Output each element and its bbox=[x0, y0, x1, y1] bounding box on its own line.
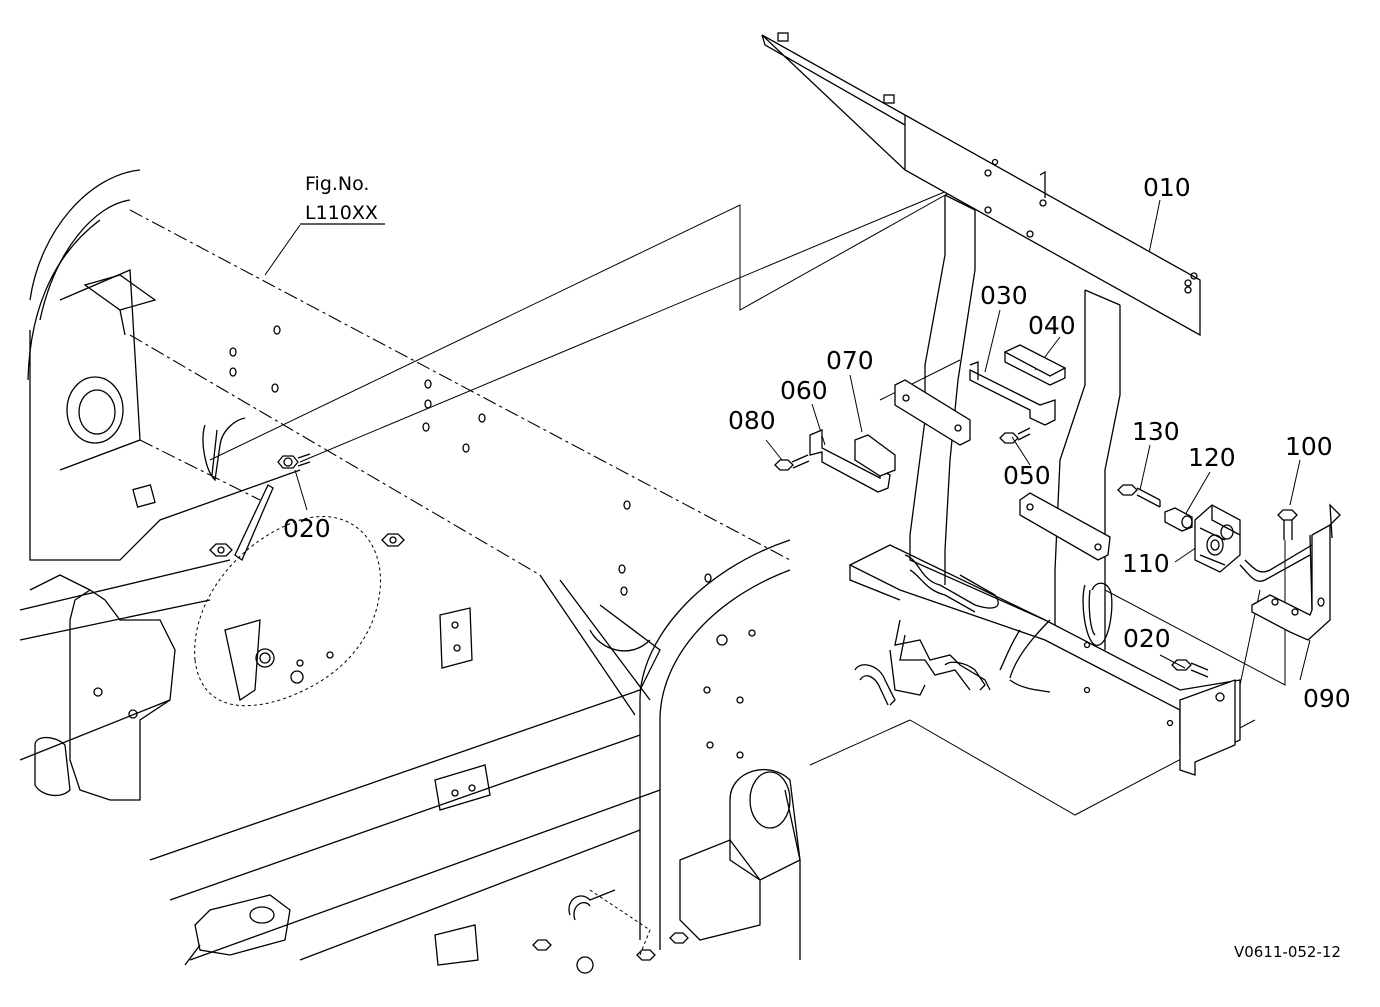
label-010: 010 bbox=[1143, 173, 1191, 202]
label-120: 120 bbox=[1188, 443, 1236, 472]
part-040-pad bbox=[1003, 344, 1067, 386]
drawing-code: V0611-052-12 bbox=[1234, 943, 1341, 961]
part-120-spacer bbox=[1164, 507, 1193, 532]
fig-ref-line2: L110XX bbox=[305, 202, 378, 224]
part-060-bracket bbox=[809, 429, 891, 493]
label-020-right: 020 bbox=[1123, 624, 1171, 653]
part-labels: 010 020 030 040 050 060 070 080 090 100 … bbox=[283, 173, 1351, 713]
bracket-assembly bbox=[277, 32, 1341, 776]
part-030-clamp bbox=[969, 361, 1056, 426]
part-010-plate bbox=[761, 32, 1201, 337]
label-090: 090 bbox=[1303, 684, 1351, 713]
part-020-bolt-left bbox=[277, 453, 311, 469]
part-080-bolt bbox=[774, 454, 810, 471]
label-110: 110 bbox=[1122, 549, 1170, 578]
part-130-bolt bbox=[1117, 484, 1161, 508]
label-050: 050 bbox=[1003, 461, 1051, 490]
lower-cross-strap bbox=[1019, 492, 1111, 561]
label-130: 130 bbox=[1132, 417, 1180, 446]
fig-ref-line1: Fig.No. bbox=[305, 173, 369, 195]
part-110-clamp-block bbox=[1194, 504, 1241, 573]
figure-reference: Fig.No. L110XX bbox=[300, 173, 385, 225]
upper-cross-strap bbox=[894, 379, 971, 446]
part-090-bracket bbox=[1239, 503, 1341, 641]
machine-frame bbox=[19, 169, 801, 974]
frame-holes bbox=[229, 325, 712, 596]
label-080: 080 bbox=[728, 406, 776, 435]
label-020-left: 020 bbox=[283, 514, 331, 543]
label-100: 100 bbox=[1285, 432, 1333, 461]
label-040: 040 bbox=[1028, 311, 1076, 340]
label-070: 070 bbox=[826, 346, 874, 375]
wire-loops bbox=[854, 554, 1113, 706]
label-030: 030 bbox=[980, 281, 1028, 310]
part-100-bolt bbox=[1277, 509, 1298, 540]
base-cradle bbox=[848, 535, 1241, 776]
part-050-bolt bbox=[999, 427, 1031, 444]
part-020-bolt-right bbox=[1171, 659, 1209, 678]
part-070-pad bbox=[854, 434, 896, 477]
label-060: 060 bbox=[780, 376, 828, 405]
